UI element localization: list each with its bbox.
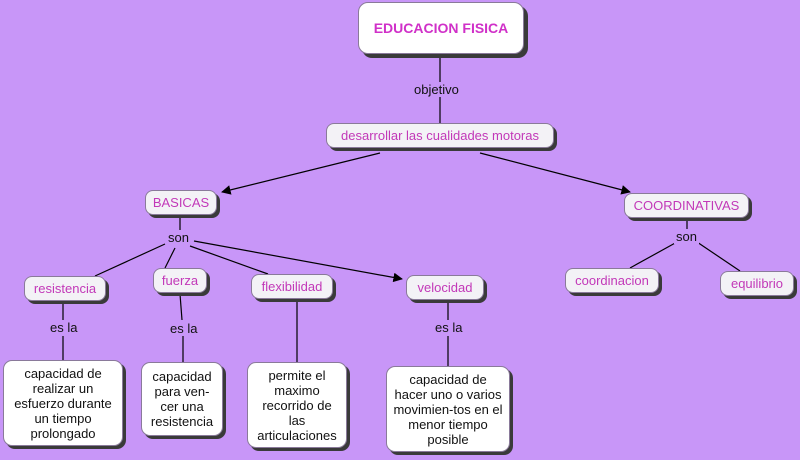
arrow-son-velocidad <box>193 240 403 283</box>
link-label-son-coordinativas: son <box>674 229 699 244</box>
resistencia-node[interactable]: resistencia <box>24 276 106 301</box>
arrow-goal-basicas <box>221 152 381 195</box>
basicas-node[interactable]: BASICAS <box>145 190 217 215</box>
goal-node[interactable]: desarrollar las cualidades motoras <box>326 123 554 148</box>
equilibrio-node[interactable]: equilibrio <box>720 271 794 296</box>
coordinativas-node[interactable]: COORDINATIVAS <box>624 193 749 218</box>
arrow-goal-coordinativas <box>479 152 631 195</box>
coordinacion-node[interactable]: coordinacion <box>565 268 659 293</box>
link-label-esla-velocidad: es la <box>433 320 465 335</box>
definition-resistencia[interactable]: capacidad de realizar un esfuerzo durant… <box>3 360 123 446</box>
fuerza-node[interactable]: fuerza <box>153 268 207 293</box>
velocidad-node[interactable]: velocidad <box>406 275 484 300</box>
flexibilidad-node[interactable]: flexibilidad <box>251 274 333 299</box>
link-label-objetivo: objetivo <box>412 82 461 97</box>
line-son-coordinacion <box>629 241 678 269</box>
line-fuerza-esla <box>179 293 183 321</box>
line-son-flexibilidad <box>189 245 269 275</box>
definition-flexibilidad[interactable]: permite el maximo recorrido de las artic… <box>247 362 347 448</box>
line-son-equilibrio <box>696 241 741 272</box>
line-son-fuerza <box>164 247 176 269</box>
definition-velocidad[interactable]: capacidad de hacer uno o varios movimien… <box>386 366 510 452</box>
link-label-esla-resistencia: es la <box>48 320 80 335</box>
definition-fuerza[interactable]: capacidad para ven-cer una resistencia <box>141 362 223 436</box>
link-label-son-basicas: son <box>166 230 191 245</box>
title-node[interactable]: EDUCACION FISICA <box>358 2 524 54</box>
link-label-esla-fuerza: es la <box>168 321 200 336</box>
line-son-resistencia <box>94 243 166 277</box>
